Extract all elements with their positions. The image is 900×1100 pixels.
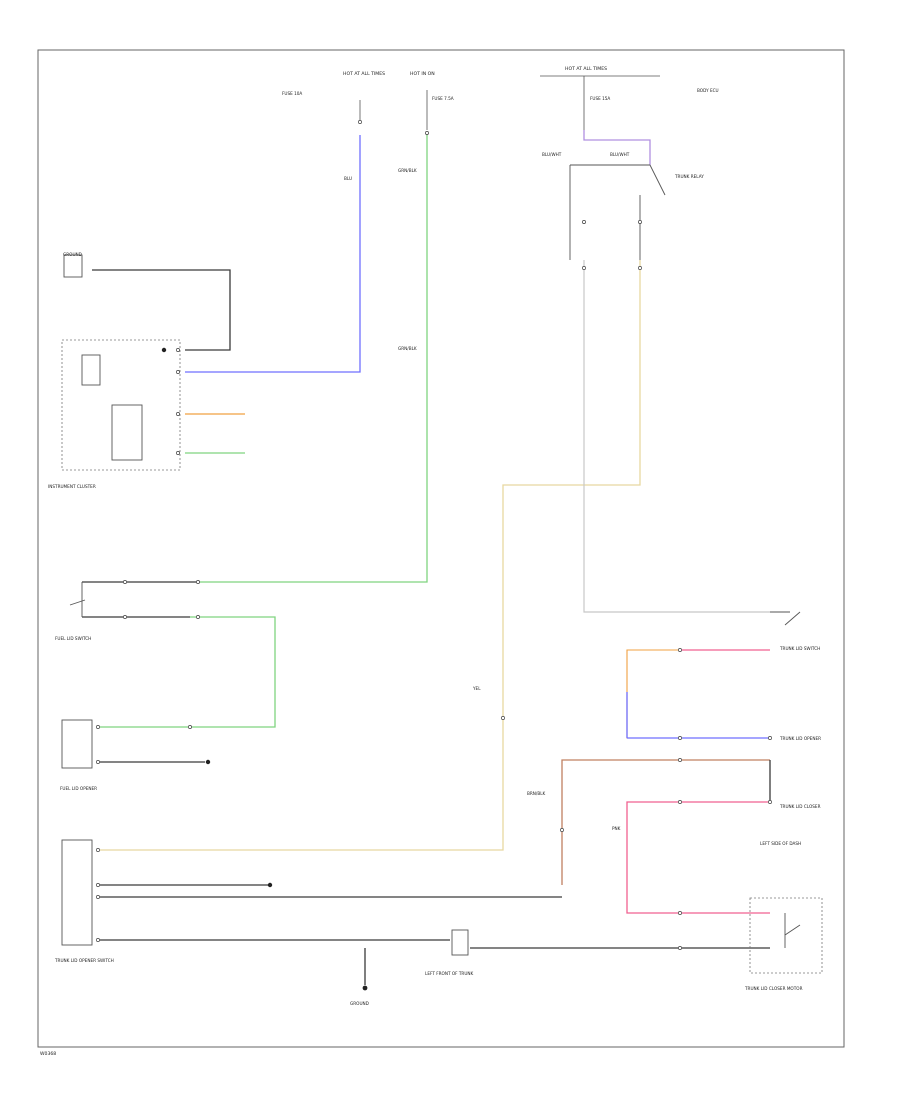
wire-blue-cluster <box>185 135 361 373</box>
connector-pins <box>188 580 682 950</box>
fuel-lid-switch-label: FUEL LID SWITCH <box>55 636 91 641</box>
wire-label-blu-wht-1: BLU/WHT <box>542 152 562 157</box>
wire-green-opener <box>98 616 276 728</box>
trunk-lid-switch: TRUNK LID SWITCH <box>770 611 820 651</box>
jb-label-top-right: HOT AT ALL TIMES <box>565 66 607 72</box>
trunk-lid-closer: TRUNK LID CLOSER LEFT SIDE OF DASH <box>760 800 821 846</box>
lower-junction: LEFT FRONT OF TRUNK GROUND <box>350 929 474 1006</box>
instrument-cluster: INSTRUMENT CLUSTER GROUND <box>48 252 181 489</box>
fuel-lid-opener: FUEL LID OPENER <box>60 719 211 791</box>
relay-label: TRUNK RELAY <box>674 174 704 179</box>
jb-label-top-mid: HOT IN ON <box>410 71 435 77</box>
wire-violet-relay <box>583 130 651 165</box>
fuse-label-mid: FUSE 7.5A <box>432 96 454 101</box>
wire-label-yel: YEL <box>472 686 481 691</box>
fuse-label-left: FUSE 10A <box>282 91 302 96</box>
wire-label-blu: BLU <box>344 176 352 181</box>
wire-tan-main <box>98 260 641 851</box>
wire-label-pnk: PNK <box>612 826 621 831</box>
body-ecu-label: BODY ECU <box>697 88 719 93</box>
fuse-block-top-left: HOT AT ALL TIMES FUSE 10A <box>282 71 385 124</box>
fuse-block-top-right: HOT AT ALL TIMES FUSE 15A BODY ECU <box>540 66 719 130</box>
fuse-block-top-mid: HOT IN ON FUSE 7.5A <box>410 71 454 135</box>
trunk-lid-opener-label: TRUNK LID OPENER <box>779 736 821 741</box>
figure-code: W0368 <box>40 1051 56 1057</box>
wire-label-grn-1: GRN/BLK <box>398 168 417 173</box>
ground-label-bottom: GROUND <box>350 1001 369 1006</box>
wire-green-main <box>200 135 428 583</box>
wire-gray-switch <box>583 260 770 613</box>
left-kick-label: LEFT SIDE OF DASH <box>760 841 801 846</box>
wire-pink-loop <box>626 801 770 914</box>
jb-label-top-left: HOT AT ALL TIMES <box>343 71 385 77</box>
wire-label-brn: BRN/BLK <box>527 791 546 796</box>
wire-label-grn-2: GRN/BLK <box>398 346 417 351</box>
trunk-lid-closer-label: TRUNK LID CLOSER <box>779 804 821 809</box>
trunk-lid-closer-motor: TRUNK LID CLOSER MOTOR <box>744 897 823 991</box>
lower-junction-label: LEFT FRONT OF TRUNK <box>425 971 474 976</box>
wire-black-cluster <box>92 269 231 351</box>
fuel-lid-opener-label: FUEL LID OPENER <box>60 786 97 791</box>
trunk-relay: TRUNK RELAY BLU/WHT BLU/WHT <box>542 152 704 270</box>
diagram-frame <box>37 49 845 1048</box>
trunk-lid-switch-label: TRUNK LID SWITCH <box>779 646 820 651</box>
power-trunk-switch: TRUNK LID OPENER SWITCH <box>54 839 273 963</box>
wire-brown <box>561 759 770 885</box>
wire-label-blu-wht-2: BLU/WHT <box>610 152 630 157</box>
instrument-cluster-label: INSTRUMENT CLUSTER <box>48 484 96 489</box>
ground-label-left: GROUND <box>63 252 82 257</box>
trunk-lid-opener: TRUNK LID OPENER <box>768 736 821 741</box>
power-trunk-switch-label: TRUNK LID OPENER SWITCH <box>54 958 114 963</box>
fuel-lid-switch: FUEL LID SWITCH <box>55 580 127 641</box>
closer-motor-label: TRUNK LID CLOSER MOTOR <box>744 986 803 991</box>
wire-orange-pink <box>626 649 770 739</box>
fuse-label-right: FUSE 15A <box>590 96 610 101</box>
